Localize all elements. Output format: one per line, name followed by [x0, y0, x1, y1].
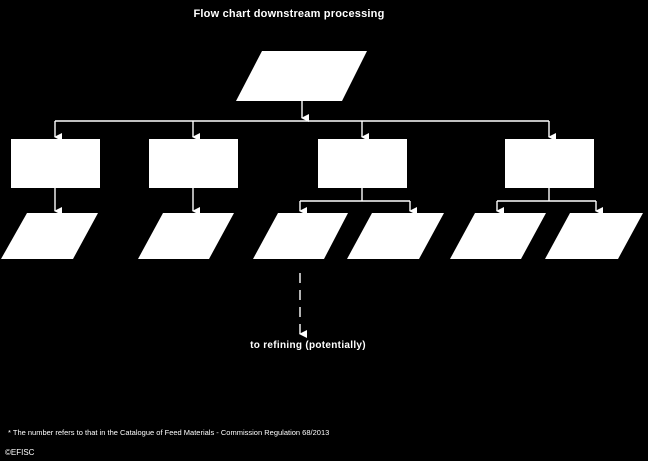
output-parallelogram-1: [1, 213, 98, 259]
output-parallelogram-3: [253, 213, 348, 259]
process-box-3: [318, 139, 407, 188]
top-input-parallelogram: [236, 51, 367, 101]
footnote: * The number refers to that in the Catal…: [8, 428, 330, 437]
chart-title: Flow chart downstream processing: [193, 8, 385, 20]
process-box-4: [505, 139, 594, 188]
output-parallelogram-4: [347, 213, 444, 259]
copyright-notice: ©EFISC: [5, 448, 35, 457]
output-parallelogram-6: [545, 213, 643, 259]
refining-label: to refining (potentially): [250, 340, 366, 351]
process-box-2: [149, 139, 238, 188]
process-box-1: [11, 139, 100, 188]
output-parallelogram-2: [138, 213, 234, 259]
output-parallelogram-5: [450, 213, 546, 259]
